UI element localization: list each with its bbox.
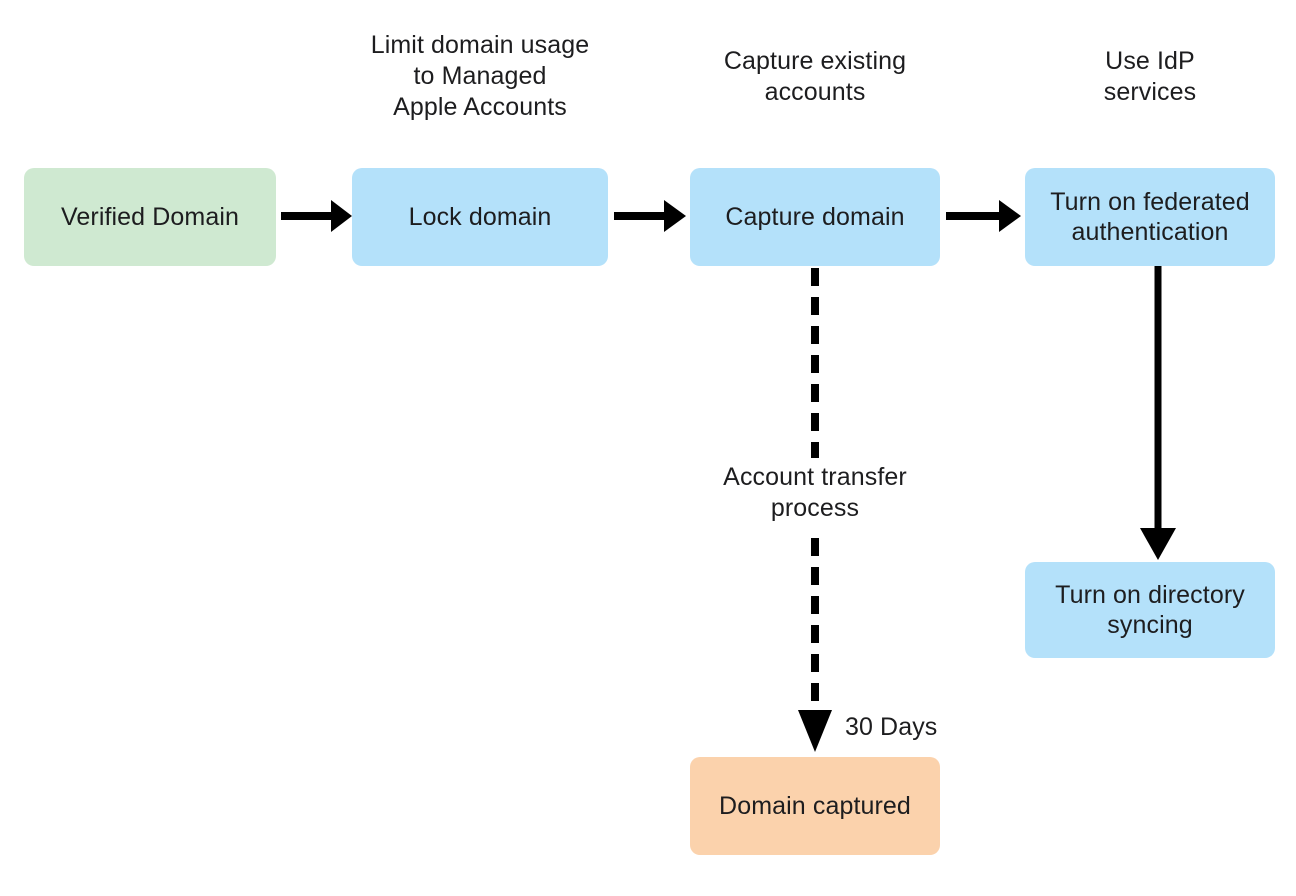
arrow-capture-to-federated: [946, 200, 1021, 232]
arrow-lock-to-capture: [614, 200, 686, 232]
arrow-verified-to-lock: [281, 200, 352, 232]
edge-label-account-transfer-process: Account transfer process: [723, 463, 907, 522]
node-federated-authentication[interactable]: Turn on federated authentication: [1025, 168, 1275, 266]
edge-label-thirty-days: 30 Days: [845, 713, 938, 741]
arrow-federated-to-directory-syncing: [1140, 265, 1176, 560]
caption-federated-authentication: Use IdP services: [1103, 47, 1197, 106]
node-capture-domain[interactable]: Capture domain: [690, 168, 940, 266]
node-domain-captured[interactable]: Domain captured: [690, 757, 940, 855]
caption-capture-domain: Capture existing accounts: [723, 47, 907, 106]
node-verified-domain[interactable]: Verified Domain: [24, 168, 276, 266]
dashed-connector-transfer-to-domain-captured: [798, 538, 832, 752]
caption-lock-domain: Limit domain usage to Managed Apple Acco…: [370, 31, 590, 121]
node-lock-domain[interactable]: Lock domain: [352, 168, 608, 266]
node-directory-syncing[interactable]: Turn on directory syncing: [1025, 562, 1275, 658]
